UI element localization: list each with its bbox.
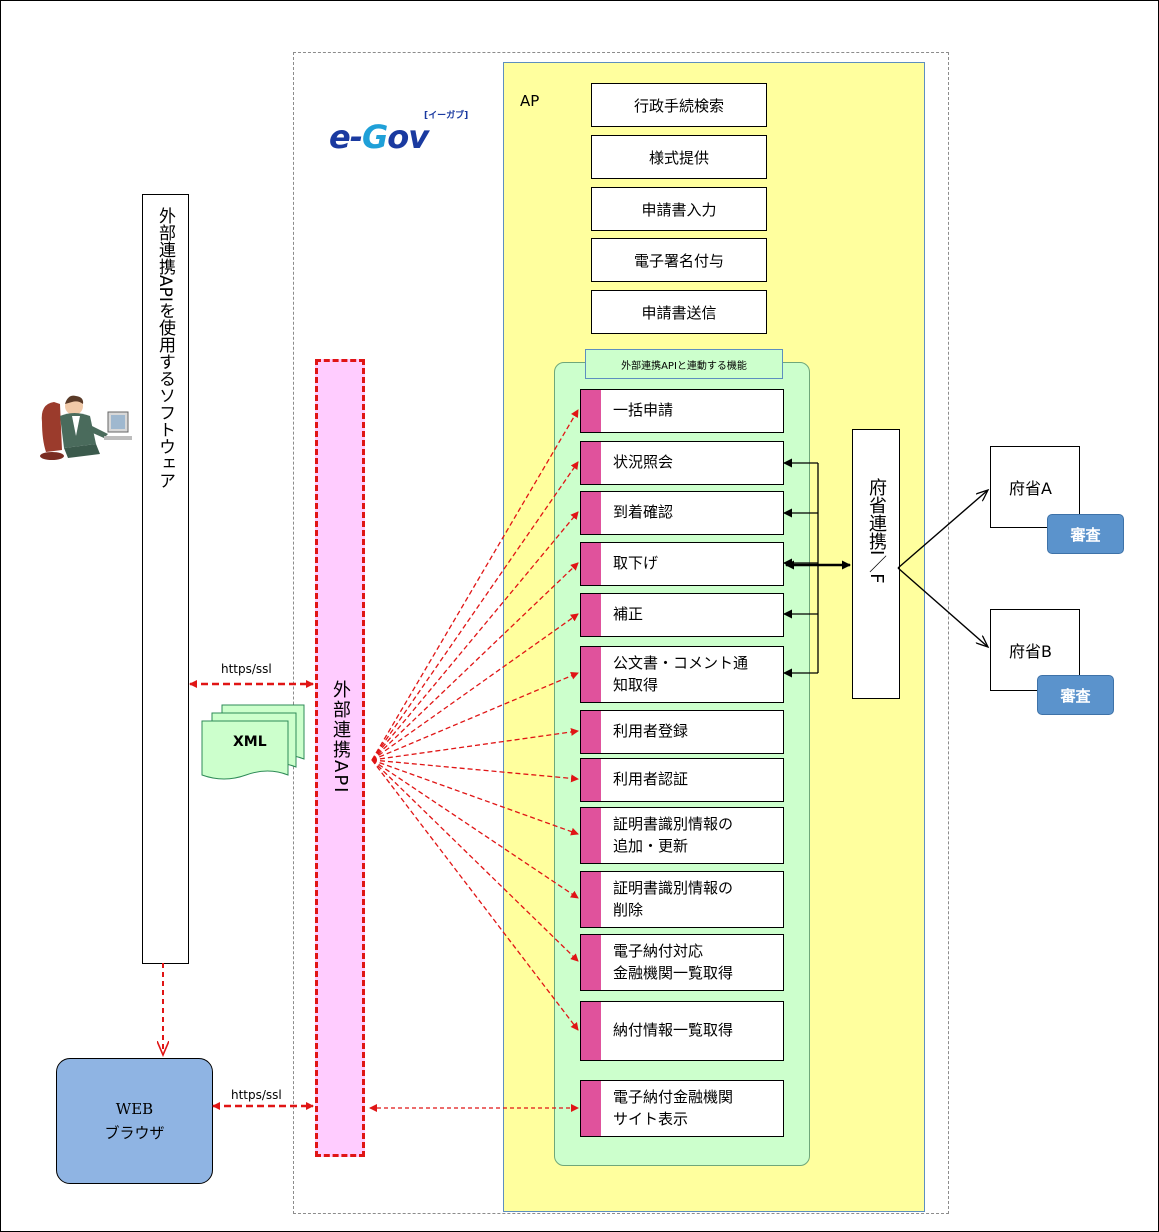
ministry-out-arrow [897,490,988,569]
api-function-label: 補正 [613,605,644,624]
logo-subtitle: [イーガブ] [424,111,469,121]
e-gov-system-boundary [293,52,949,1214]
browser-label-line1: WEB [115,1100,154,1118]
https-label: https/ssl [231,1088,282,1102]
browser-label-line2: ブラウザ [104,1124,165,1142]
ministry-label: 府省A [1009,479,1052,498]
api-function-item: 補正 [580,593,784,637]
marker [581,442,601,484]
api-link-arrow [371,759,579,783]
api-function-item: 利用者登録 [580,710,784,754]
external-api-label: 外部連携API [330,680,351,795]
external-api-functions-title: 外部連携APIと連動する機能 [585,349,783,379]
api-client-software-box: 外部連携APIを使用するソフトウェア [142,194,189,964]
api-link-arrow [371,672,579,761]
ministry-out-arrow [897,567,988,647]
marker [581,711,601,753]
marker [581,647,601,702]
api-function-item: 電子納付対応 金融機関一覧取得 [580,934,784,991]
api-link-arrow [371,409,579,761]
xml-label: XML [233,734,267,750]
marker [581,594,601,636]
marker [581,872,601,927]
marker [581,1002,601,1060]
e-gov-logo: e-Gov [イーガブ] [329,111,468,156]
ministry-label: 府省B [1009,642,1052,661]
api-function-item: 納付情報一覧取得 [580,1001,784,1061]
api-function-label: 電子納付対応 金融機関一覧取得 [613,941,734,982]
xml-document-icon [201,704,305,780]
api-function-label: 到着確認 [613,503,674,522]
api-link-arrow [371,562,579,761]
web-browser-box: WEB ブラウザ [56,1058,213,1184]
api-function-item: 証明書識別情報の 追加・更新 [580,807,784,864]
api-function-item: 一括申請 [580,389,784,433]
api-client-software-label: 外部連携APIを使用するソフトウェア [155,207,175,489]
api-link-arrow [371,759,579,962]
ministry-box: 府省B [990,609,1080,691]
api-function-item: 到着確認 [580,491,784,535]
marker [581,1081,601,1136]
ministry-interface-label: 府省連携I／F [866,478,887,584]
api-link-arrow [371,728,579,761]
marker [581,759,601,801]
ap-label: AP [520,92,540,110]
marker [581,543,601,585]
api-function-label: 公文書・コメント通 知取得 [613,653,749,694]
api-function-label: 証明書識別情報の 削除 [613,878,734,919]
ministry-interface-box: 府省連携I／F [852,429,900,699]
marker [581,390,601,432]
api-link-arrow [371,759,579,899]
api-function-item: 公文書・コメント通 知取得 [580,646,784,703]
api-function-item: 状況照会 [580,441,784,485]
api-function-label: 状況照会 [613,453,674,472]
api-link-arrow [371,759,579,836]
ap-function-box: 行政手続検索 [591,83,767,127]
api-function-item: 利用者認証 [580,758,784,802]
api-function-label: 取下げ [613,554,659,573]
https-label: https/ssl [221,662,272,676]
api-function-label: 利用者登録 [613,722,689,741]
ap-function-box: 様式提供 [591,135,767,179]
review-badge: 審査 [1047,514,1124,554]
ap-function-box: 申請書入力 [591,187,767,231]
api-link-arrow [371,511,579,761]
api-function-label: 一括申請 [613,401,674,420]
ap-function-box: 電子署名付与 [591,238,767,282]
ap-function-box: 申請書送信 [591,290,767,334]
marker [581,492,601,534]
api-function-item: 証明書識別情報の 削除 [580,871,784,928]
logo-text-g: G [361,118,388,156]
api-function-label: 電子納付金融機関 サイト表示 [613,1087,734,1128]
api-function-item: 電子納付金融機関 サイト表示 [580,1080,784,1137]
api-function-label: 納付情報一覧取得 [613,1021,734,1040]
api-function-label: 利用者認証 [613,770,689,789]
api-function-label: 証明書識別情報の 追加・更新 [613,814,734,855]
review-badge: 審査 [1037,675,1114,715]
user-at-computer-icon [40,395,132,460]
external-api-box: 外部連携API [315,359,365,1157]
logo-text-e: e- [329,118,363,156]
api-link-arrow [371,759,579,1031]
api-link-arrow [371,613,579,761]
marker [581,935,601,990]
marker [581,808,601,863]
logo-text-ov: ov [387,118,429,156]
api-link-arrow [371,461,579,761]
